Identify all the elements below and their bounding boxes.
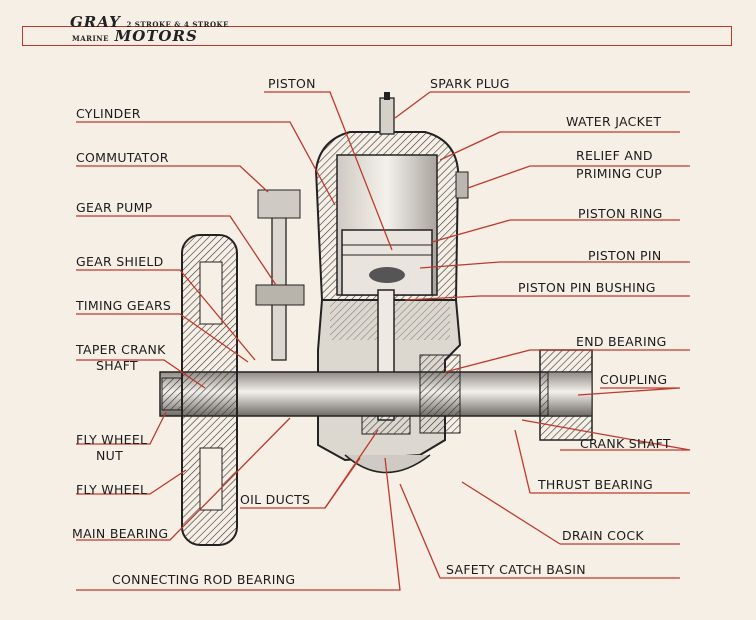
label-gear-shield: GEAR SHIELD <box>76 254 164 269</box>
label-piston-pin: PISTON PIN <box>588 248 662 263</box>
label-coupling: COUPLING <box>600 372 668 387</box>
label-fly-wheel: FLY WHEEL <box>76 482 148 497</box>
brand-small-top: 2 STROKE & 4 STROKE <box>126 20 229 29</box>
label-drain-cock: DRAIN COCK <box>562 528 644 543</box>
brand-small-bottom: MARINE <box>72 34 110 43</box>
label-relief-and: RELIEF AND <box>576 148 653 163</box>
brand-logo: GRAY 2 STROKE & 4 STROKE MARINE MOTORS <box>70 12 229 45</box>
header-frame <box>22 26 732 46</box>
label-end-bearing: END BEARING <box>576 334 667 349</box>
label-piston-ring: PISTON RING <box>578 206 663 221</box>
label-fly-wheel-nut-1: FLY WHEEL <box>76 432 148 447</box>
label-connecting-rod-bearing: CONNECTING ROD BEARING <box>112 572 296 587</box>
label-commutator: COMMUTATOR <box>76 150 169 165</box>
label-priming-cup: PRIMING CUP <box>576 166 663 181</box>
label-cylinder: CYLINDER <box>76 106 141 121</box>
label-timing-gears: TIMING GEARS <box>76 298 172 313</box>
label-taper-crank: TAPER CRANK <box>76 342 166 357</box>
label-crank-shaft: CRANK SHAFT <box>580 436 671 451</box>
label-main-bearing: MAIN BEARING <box>72 526 169 541</box>
label-oil-ducts: OIL DUCTS <box>240 492 311 507</box>
label-safety-catch-basin: SAFETY CATCH BASIN <box>446 562 586 577</box>
label-fly-wheel-nut-2: NUT <box>96 448 124 463</box>
label-spark-plug: SPARK PLUG <box>430 76 510 91</box>
brand-top: GRAY <box>70 13 121 31</box>
label-gear-pump: GEAR PUMP <box>76 200 153 215</box>
label-water-jacket: WATER JACKET <box>566 114 662 129</box>
label-piston: PISTON <box>268 76 316 91</box>
label-piston-pin-bushing: PISTON PIN BUSHING <box>518 280 656 295</box>
brand-bottom: MOTORS <box>114 27 198 45</box>
label-shaft: SHAFT <box>96 358 138 373</box>
label-thrust-bearing: THRUST BEARING <box>538 477 654 492</box>
